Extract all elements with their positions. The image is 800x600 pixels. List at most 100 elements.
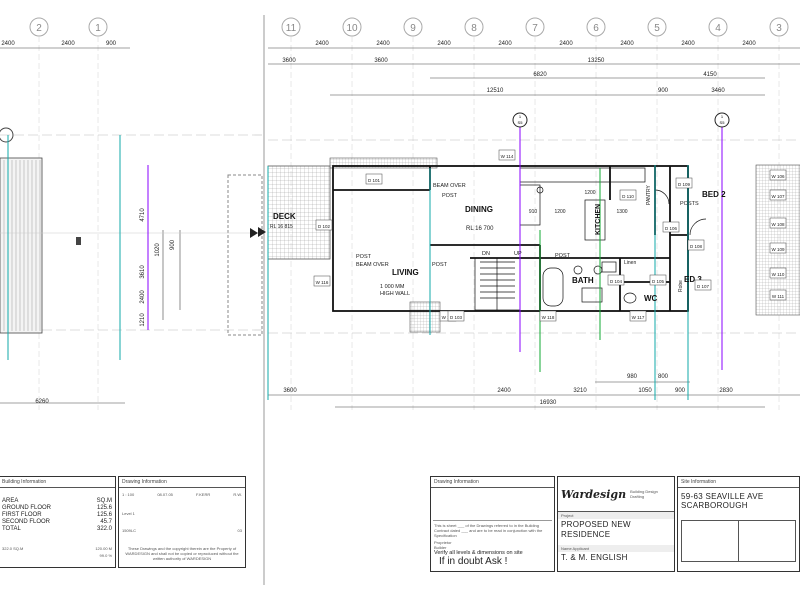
project-block: Wardesign Building Design Drafting Proje…: [557, 476, 675, 572]
grid-marker: 6: [586, 17, 606, 37]
svg-text:8: 8: [471, 23, 477, 34]
grid-marker: 7: [525, 17, 545, 37]
site-info-grid: [681, 520, 796, 562]
dimension-label: 910: [529, 209, 538, 215]
dimension-label: 1300: [616, 209, 627, 215]
grid-marker: 1: [88, 17, 108, 37]
dimension-label: 4710: [140, 208, 146, 222]
window-tag: W 106: [769, 169, 787, 181]
dimension-label: 2400: [61, 41, 75, 47]
room-label-kitchen: KITCHEN: [595, 204, 602, 235]
grid-marker: 8: [464, 17, 484, 37]
window-tag: W 108: [769, 217, 787, 229]
window-tag: W 116: [313, 275, 331, 287]
dimension-label: 2830: [719, 388, 733, 394]
grid-marker: 11: [281, 17, 301, 37]
svg-text:S5: S5: [518, 120, 524, 125]
dimension-label: 2400: [140, 290, 146, 304]
dimension-label: 2400: [497, 388, 511, 394]
dimension-label: 1020: [155, 243, 161, 257]
client-caption: Name Applicant: [558, 545, 674, 552]
dimension-label: 1200: [584, 190, 595, 196]
note-post: POST: [555, 253, 571, 259]
door-tag: D 107: [694, 279, 712, 291]
dimension-label: 2400: [437, 41, 451, 47]
svg-text:D 104: D 104: [610, 279, 623, 284]
section-lines-right: [267, 123, 723, 400]
dimension-label: 13250: [588, 58, 605, 64]
note-post: POST: [432, 262, 448, 268]
dimension-label: 3600: [282, 58, 296, 64]
drawing-info-block-right: Drawing Information This is sheet ___ of…: [430, 476, 555, 572]
dimension-label: 2400: [559, 41, 573, 47]
dimension-label: 2400: [315, 41, 329, 47]
room-label-deck: DECK: [273, 212, 296, 221]
svg-text:W 117: W 117: [632, 315, 645, 320]
room-label-bed2: BED 2: [702, 190, 726, 199]
site-address-line2: SCARBOROUGH: [681, 501, 748, 510]
svg-text:1: 1: [721, 114, 724, 119]
section-arrow: [258, 227, 266, 237]
door-tag: D 103: [447, 310, 465, 322]
section-arrow: [250, 228, 258, 238]
room-label-bed3: ED 3: [684, 275, 702, 284]
window-tag: W 109: [769, 242, 787, 254]
dimension-label: 3610: [140, 265, 146, 279]
site-info-block: Site Information 59-63 SEAVILLE AVE SCAR…: [677, 476, 800, 572]
project-caption: Project: [558, 512, 674, 519]
grid-marker: 9: [403, 17, 423, 37]
note-up: UP: [514, 251, 522, 257]
svg-text:W 111: W 111: [772, 294, 785, 299]
dimension-label: 3210: [573, 388, 587, 394]
dimension-label: 3600: [374, 58, 388, 64]
svg-text:1: 1: [519, 114, 522, 119]
dimension-label: 900: [675, 388, 686, 394]
svg-text:10: 10: [346, 23, 358, 34]
grid-marker: 10: [342, 17, 362, 37]
dimension-label: 800: [658, 374, 669, 380]
company-logo: Wardesign: [561, 487, 627, 501]
window-tag: W 114: [498, 149, 516, 161]
note-post: POST: [356, 254, 372, 260]
builder-label: Builder: [434, 545, 447, 550]
window-tag: W 110: [769, 267, 787, 279]
grid-marker: 4: [708, 17, 728, 37]
svg-text:6: 6: [593, 23, 599, 34]
svg-text:11: 11: [286, 23, 297, 34]
window-tag: W 107: [769, 189, 787, 201]
deck-level: RL 16 815: [270, 224, 293, 230]
dimension-label: 12510: [487, 88, 504, 94]
grid-marker: 5: [647, 17, 667, 37]
note-beam-over: BEAM OVER: [433, 183, 466, 189]
dimension-label: 1200: [554, 209, 565, 215]
dimension-label: 4150: [703, 72, 717, 78]
door-tag: D 109: [675, 177, 693, 189]
fixtures: [474, 167, 707, 311]
grid-marker: 3: [769, 17, 789, 37]
svg-text:W 109: W 109: [771, 247, 785, 252]
door-tag: D 106: [662, 221, 680, 233]
copyright-note: These Drawings and the copyright therein…: [125, 546, 239, 561]
drawing-info-header: Drawing Information: [431, 477, 554, 488]
door-tag: D 101: [365, 173, 383, 185]
robe-label: Robe: [678, 280, 684, 292]
svg-text:D 106: D 106: [665, 226, 678, 231]
dimension-label: 1210: [140, 313, 146, 327]
note-posts: POSTS: [680, 201, 699, 207]
dimension-label: 3600: [283, 388, 297, 394]
svg-text:1: 1: [95, 23, 101, 34]
deck-area: [267, 165, 331, 260]
dimension-label: 900: [658, 88, 669, 94]
window-tag: W 117: [629, 310, 647, 322]
svg-text:D 108: D 108: [690, 244, 703, 249]
contract-statement: This is sheet ___ of the Drawings referr…: [434, 523, 543, 538]
building-info-header: Building Information: [0, 477, 115, 488]
svg-text:2: 2: [36, 23, 42, 34]
svg-text:D 101: D 101: [368, 178, 381, 183]
